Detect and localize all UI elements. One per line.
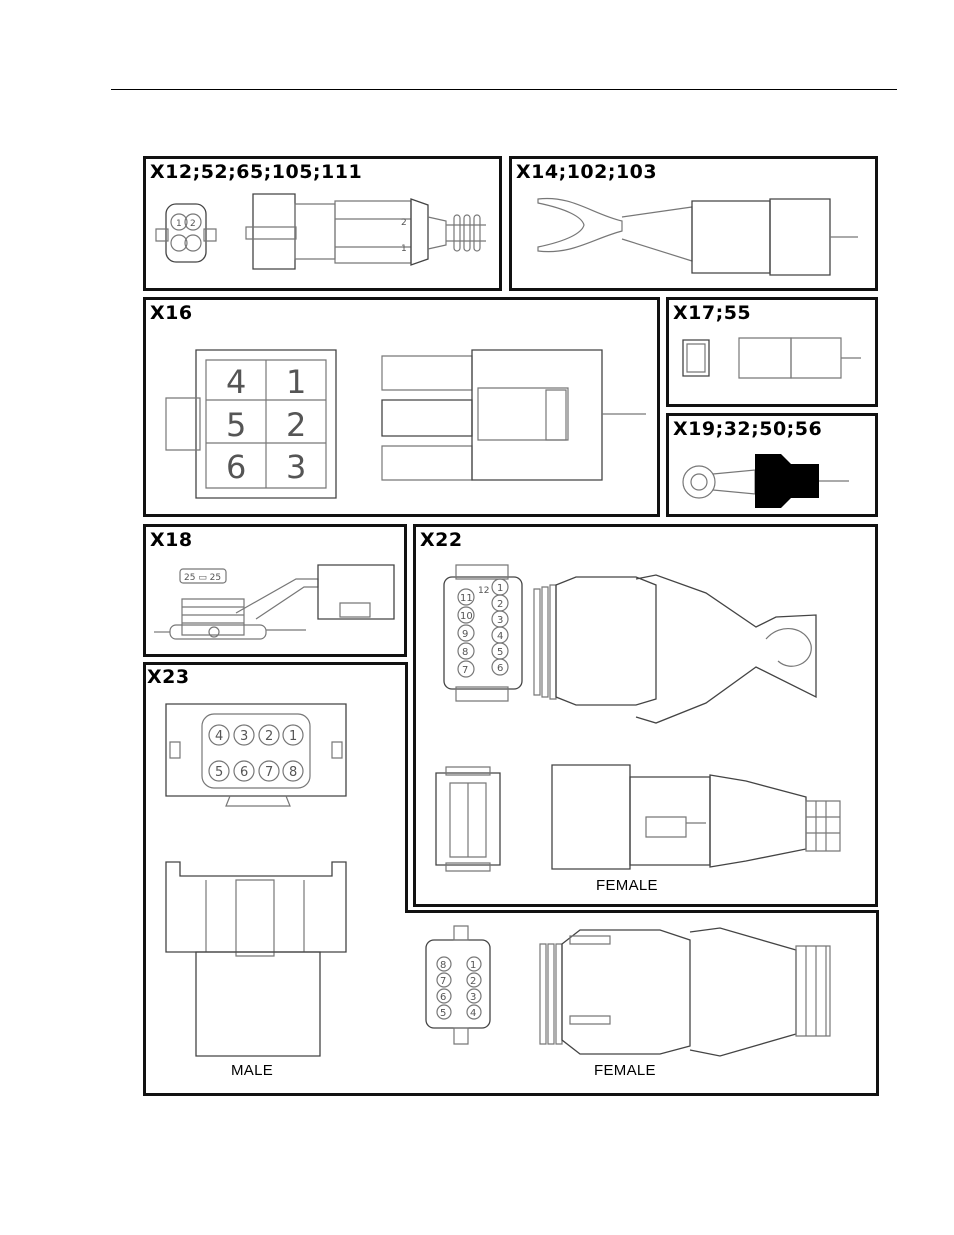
x23-pin-label: 5 (215, 765, 223, 780)
x23-pin-label: 8 (289, 765, 297, 780)
x23-pin-label: 4 (470, 1008, 476, 1019)
x23-pin-label: 6 (440, 992, 446, 1003)
x23-pin-label: 3 (470, 992, 476, 1003)
x23-pin-label: 7 (265, 765, 273, 780)
x23-pin-label: 5 (440, 1008, 446, 1019)
x23-male-caption: MALE (231, 1062, 273, 1079)
x23-pin-label: 2 (265, 729, 273, 744)
x23-pin-label: 3 (240, 729, 248, 744)
x23-pin-label: 7 (440, 976, 446, 987)
x23-female-caption: FEMALE (594, 1062, 656, 1079)
x23-pin-label: 8 (440, 960, 446, 971)
x23-pin-label: 6 (240, 765, 248, 780)
x23-pin-label: 2 (470, 976, 476, 987)
x23-pin-label: 1 (289, 729, 297, 744)
x23-pin-label: 1 (470, 960, 476, 971)
x23-pin-label: 4 (215, 729, 223, 744)
